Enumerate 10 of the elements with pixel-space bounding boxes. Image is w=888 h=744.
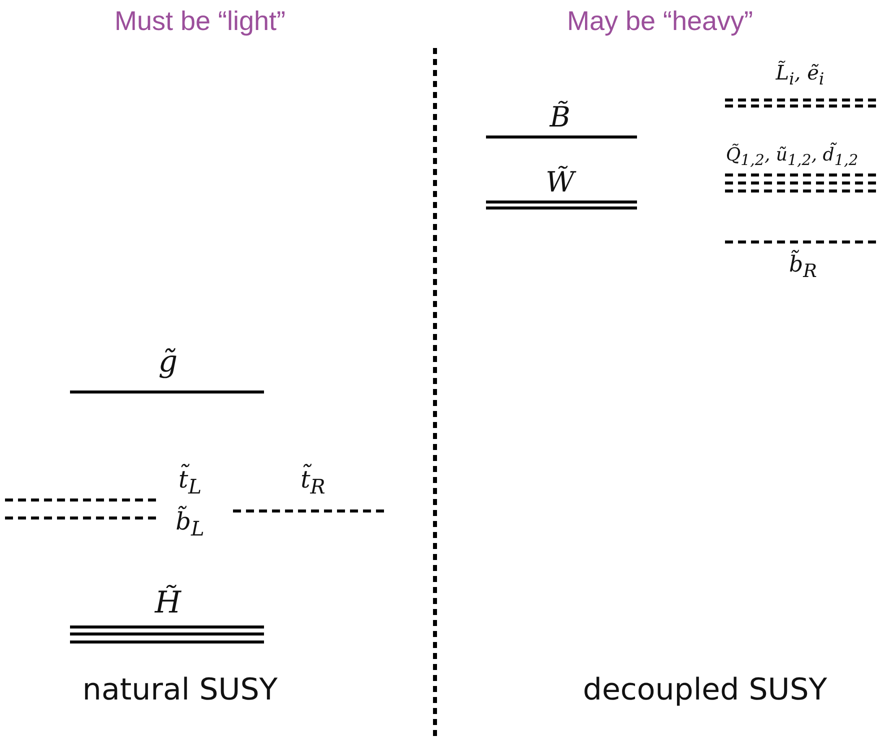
column-heading: Must be “light” [114,7,286,37]
level-label: W̃ [546,168,574,198]
level-label: H̃ [154,586,182,620]
level-label: L̃$_{i}$, ẽ$_{i}$ [776,61,824,89]
column-heading: May be “heavy” [566,7,754,37]
level-label: Q̃$_{1,2}$, ũ$_{1,2}$, d̃$_{1,2}$ [726,145,858,169]
level-label: g̃ [158,346,178,378]
panel-caption: decoupled SUSY [582,674,828,706]
level-label: B̃ [550,102,570,134]
panel-caption: natural SUSY [82,674,278,706]
